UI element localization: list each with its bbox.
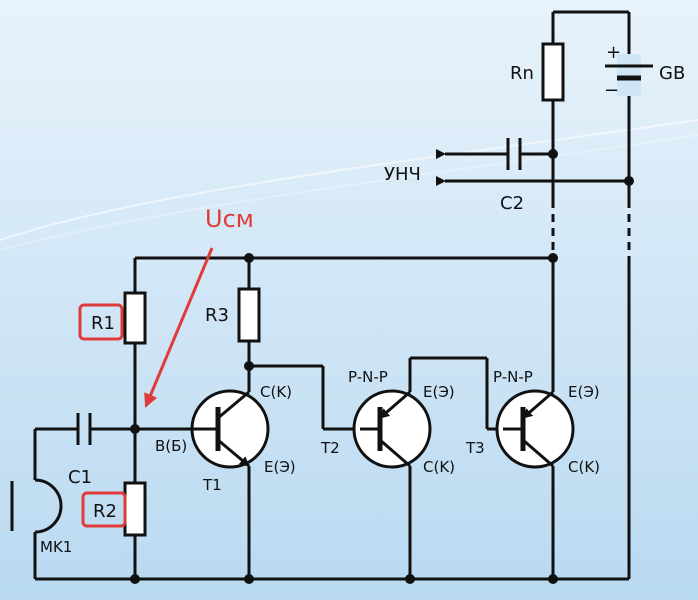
label-c2: C2 (500, 193, 524, 214)
capacitor-c2 (506, 138, 522, 170)
background-swoosh-2 (0, 134, 698, 251)
transistor-t2 (352, 389, 432, 469)
junction-dots (130, 149, 634, 584)
microphone-mk1 (10, 478, 63, 534)
label-gb-plus: + (606, 42, 621, 63)
label-t3-emitter: E(Э) (568, 383, 600, 401)
ucm-arrow (144, 247, 214, 408)
label-t2-emitter: E(Э) (423, 383, 455, 401)
label-t2-collector: C(K) (423, 458, 455, 476)
label-t2-type: P-N-P (348, 368, 388, 386)
label-gb-minus: − (604, 80, 619, 101)
label-t1-emitter: E(Э) (264, 458, 296, 476)
wires (33, 10, 631, 581)
capacitor-c1 (76, 413, 92, 445)
label-t3-collector: C(K) (568, 458, 600, 476)
resistor-r2 (123, 481, 147, 537)
transistor-t3 (495, 389, 575, 469)
resistor-r3 (237, 287, 261, 343)
label-c1: C1 (68, 467, 92, 488)
r2-highlight-box (81, 491, 127, 528)
label-r3: R3 (205, 305, 229, 326)
label-t3-type: P-N-P (493, 368, 533, 386)
transistor-t1 (190, 389, 270, 469)
label-t2: T2 (320, 439, 340, 457)
battery-gb (605, 54, 653, 96)
resistor-r1 (123, 291, 147, 345)
label-t1-base: B(Б) (155, 437, 187, 455)
label-gb: GB (659, 63, 685, 84)
label-rn: Rn (510, 63, 534, 84)
label-t1: T1 (202, 476, 222, 494)
label-r1: R1 (91, 313, 115, 334)
label-r2: R2 (93, 501, 117, 522)
label-t3: T3 (465, 439, 485, 457)
label-ucm: Uсм (205, 205, 254, 233)
resistor-rn (541, 42, 565, 102)
label-mk1: MK1 (40, 538, 72, 556)
background-swoosh (0, 119, 698, 241)
label-unch: УНЧ (384, 164, 421, 185)
label-t1-collector: C(K) (260, 383, 292, 401)
r1-highlight-box (78, 303, 124, 341)
